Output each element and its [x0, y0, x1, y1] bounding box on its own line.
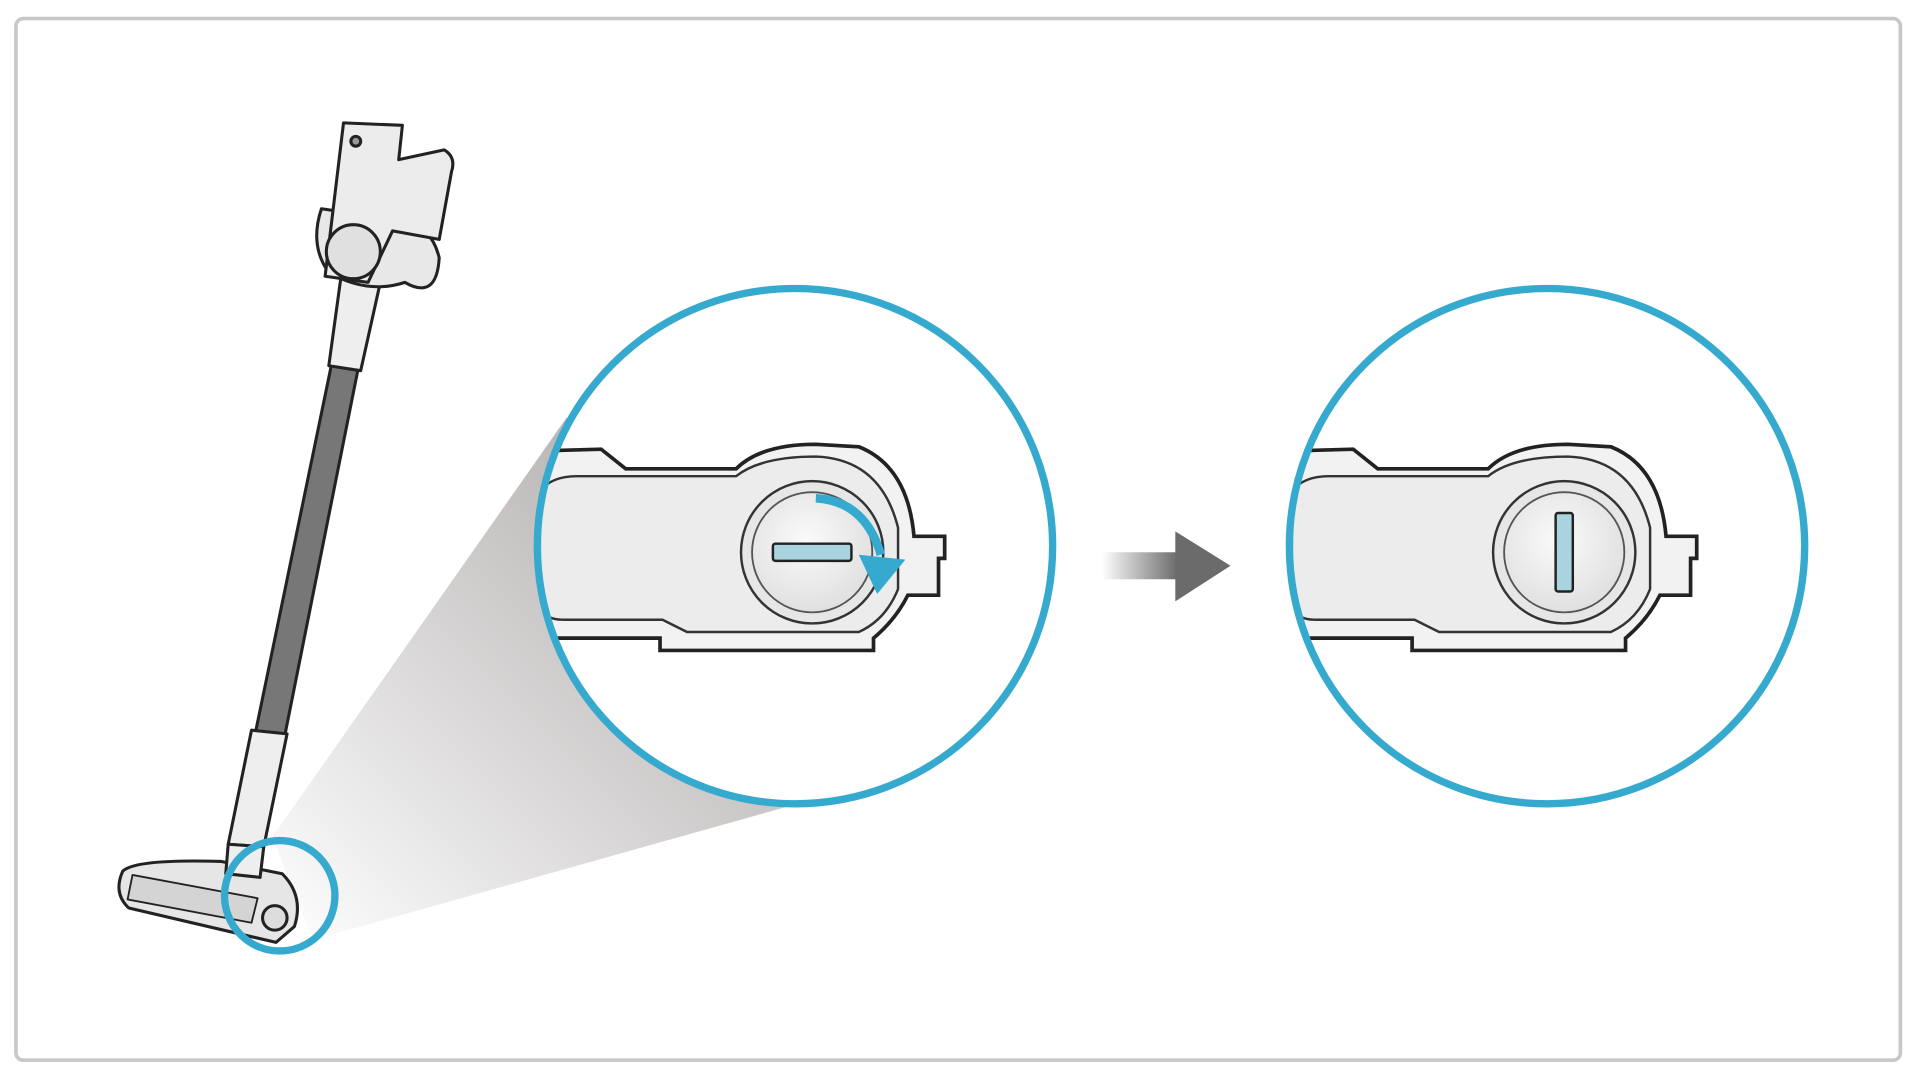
zoom-cone: [272, 417, 798, 940]
step-1-locked-view: [533, 284, 1057, 808]
zoom-target-circle: [220, 836, 339, 955]
step-2-unlocked-view: [1285, 284, 1809, 808]
cap-slot-horizontal: [771, 542, 853, 563]
rotate-clockwise-arrow-icon: [815, 493, 885, 557]
next-step-arrow-icon: [1101, 531, 1231, 602]
cap-slot-vertical: [1554, 511, 1575, 593]
power-button-icon: [349, 134, 363, 148]
